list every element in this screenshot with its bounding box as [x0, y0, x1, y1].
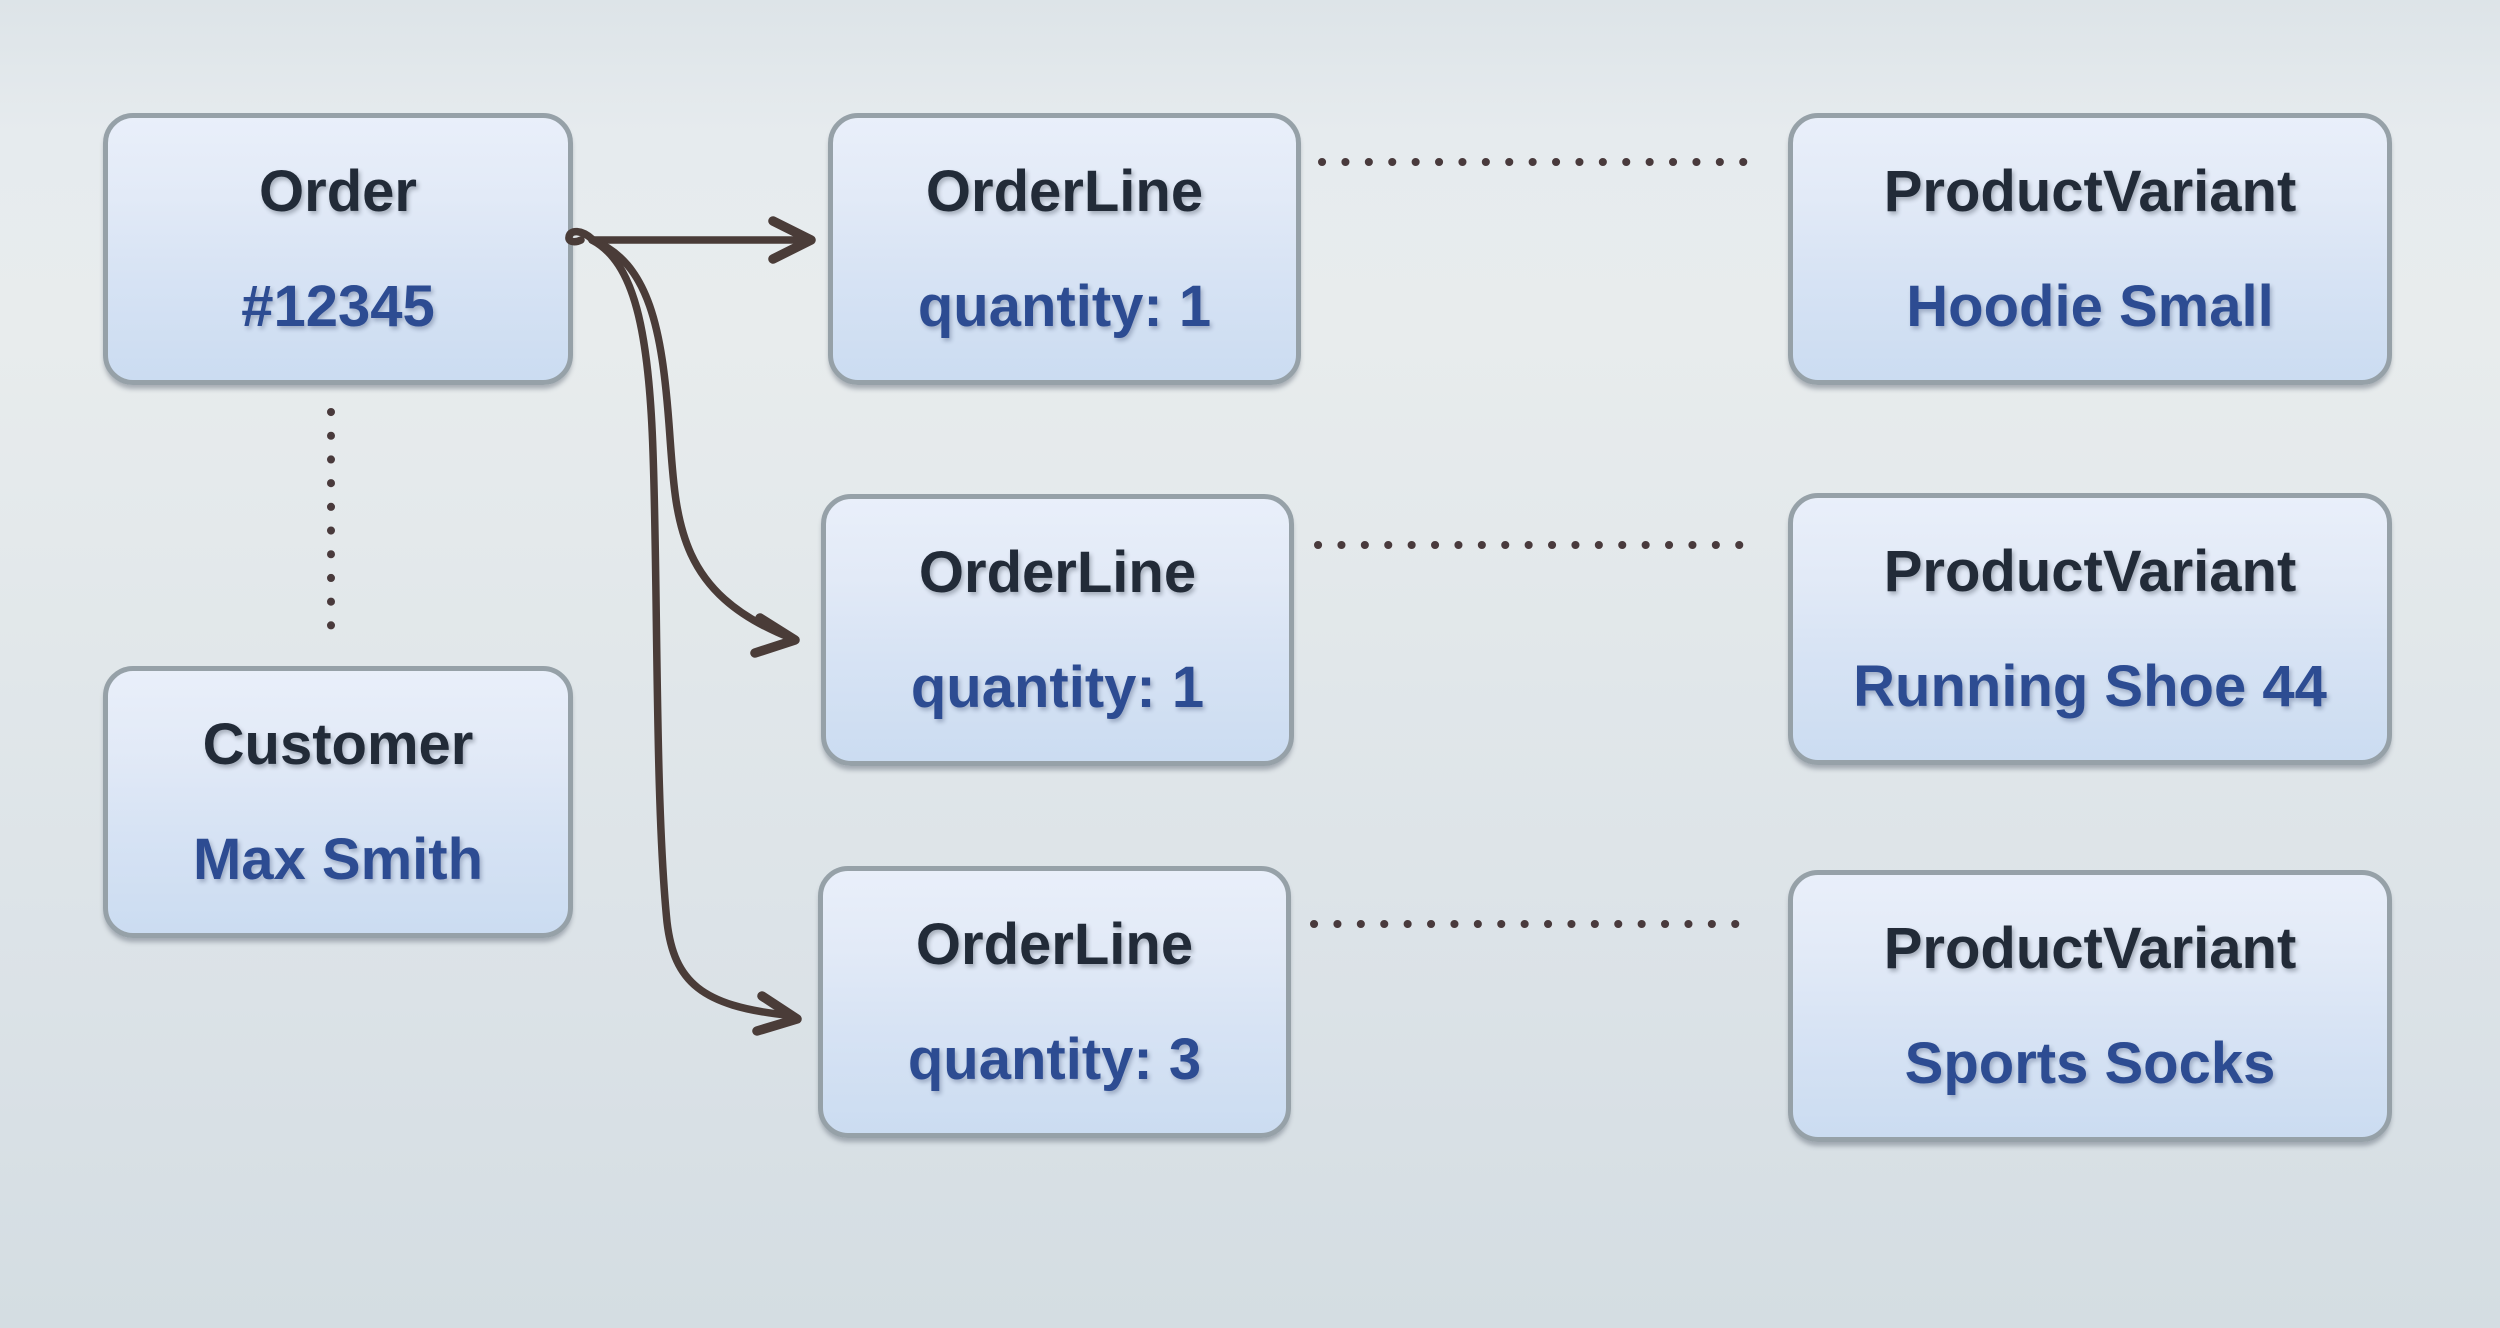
- node-orderline-3: OrderLine quantity: 3: [818, 866, 1291, 1138]
- node-orderline-2-title: OrderLine: [918, 539, 1197, 605]
- node-order: Order #12345: [103, 113, 573, 385]
- node-order-value: #12345: [241, 273, 435, 339]
- node-customer-title: Customer: [202, 711, 474, 777]
- node-orderline-3-title: OrderLine: [915, 911, 1194, 977]
- node-orderline-1: OrderLine quantity: 1: [828, 113, 1301, 385]
- node-orderline-3-value: quantity: 3: [907, 1026, 1202, 1092]
- node-orderline-1-title: OrderLine: [925, 158, 1204, 224]
- arrowhead-orderline-2-icon: [750, 613, 800, 658]
- node-productvariant-2: ProductVariant Running Shoe 44: [1788, 493, 2392, 765]
- arrowhead-orderline-3-icon: [752, 991, 802, 1036]
- node-customer-value: Max Smith: [192, 826, 484, 892]
- node-orderline-2-value: quantity: 1: [910, 654, 1205, 720]
- node-customer: Customer Max Smith: [103, 666, 573, 938]
- arrow-order-to-orderline-2: [588, 236, 790, 640]
- node-orderline-1-value: quantity: 1: [917, 273, 1212, 339]
- arrow-order-to-orderline-3: [588, 236, 790, 1019]
- node-productvariant-1: ProductVariant Hoodie Small: [1788, 113, 2392, 385]
- node-productvariant-3-title: ProductVariant: [1883, 915, 2297, 981]
- node-productvariant-3: ProductVariant Sports Socks: [1788, 870, 2392, 1142]
- arrowhead-orderline-1-icon: [768, 216, 816, 264]
- node-productvariant-3-value: Sports Socks: [1904, 1030, 2276, 1096]
- node-productvariant-1-title: ProductVariant: [1883, 158, 2297, 224]
- node-productvariant-1-value: Hoodie Small: [1906, 273, 2274, 339]
- node-productvariant-2-value: Running Shoe 44: [1853, 653, 2327, 719]
- node-productvariant-2-title: ProductVariant: [1883, 538, 2297, 604]
- node-orderline-2: OrderLine quantity: 1: [821, 494, 1294, 766]
- node-order-title: Order: [259, 158, 417, 224]
